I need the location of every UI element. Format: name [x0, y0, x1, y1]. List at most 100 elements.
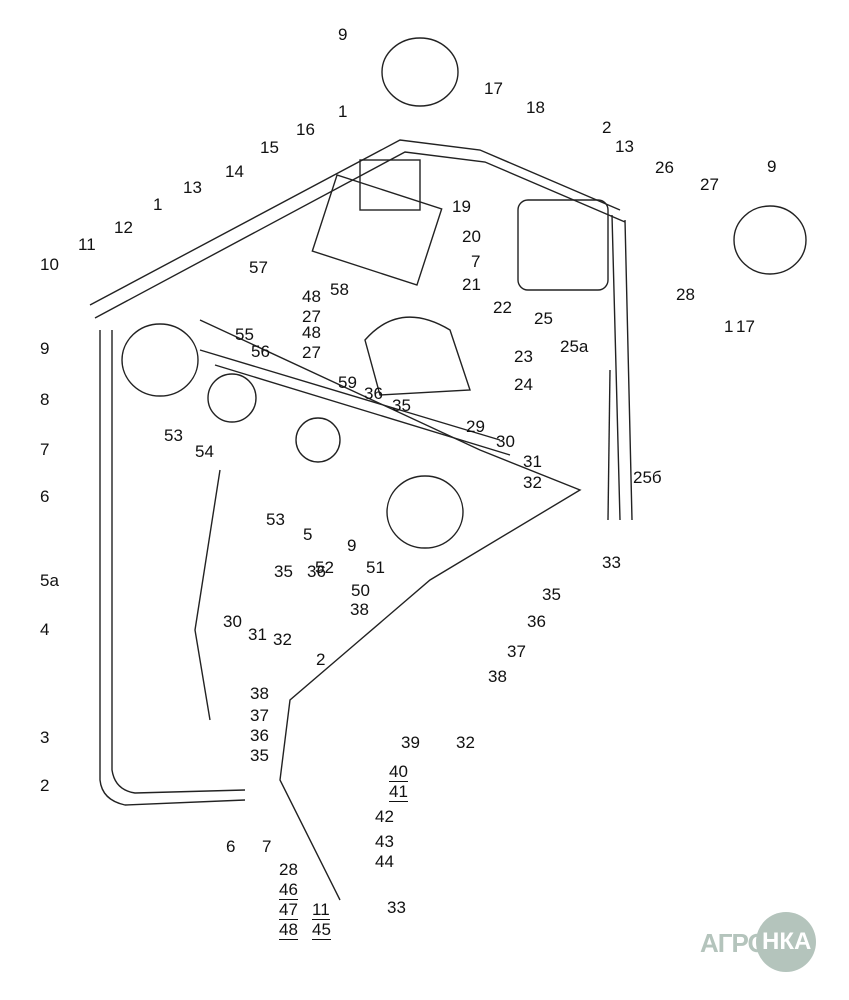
callout-label: 22	[493, 298, 512, 317]
callout-label: 12	[114, 218, 133, 237]
callout-label: 33	[387, 898, 406, 917]
callout-label: 36	[527, 612, 546, 631]
callout-label: 7	[471, 252, 481, 271]
callout-label: 43	[375, 832, 394, 851]
callout-label: 16	[296, 120, 315, 139]
callout-label: 53	[164, 426, 183, 445]
callout-label: 48	[302, 323, 321, 342]
callout-label: 30	[496, 432, 515, 451]
callout-label: 9	[338, 25, 348, 44]
wiper-arm-left	[194, 469, 221, 721]
callout-label: 28	[279, 860, 298, 879]
callout-label: 2	[602, 118, 612, 137]
callout-label: 59	[338, 373, 357, 392]
headlamp-right	[733, 205, 807, 275]
callout-label: 11	[78, 235, 96, 254]
cab-frame-top	[89, 139, 626, 319]
agronka-logo: АГРО НКА	[700, 912, 840, 972]
callout-label: 35	[274, 562, 293, 581]
callout-label: 54	[195, 442, 214, 461]
washer-tank	[517, 199, 609, 291]
callout-label: 51	[366, 558, 385, 577]
callout-label: 50	[351, 581, 370, 600]
callout-label: 35	[542, 585, 561, 604]
callout-label: 48	[279, 920, 298, 940]
callout-label: 40	[389, 762, 408, 782]
callout-label: 5а	[40, 571, 59, 590]
callout-label: 4	[40, 620, 50, 639]
callout-label: 47	[279, 900, 298, 920]
callout-label: 46	[279, 880, 298, 900]
cab-frame-right	[611, 214, 633, 521]
callout-label: 42	[375, 807, 394, 826]
callout-label: 31	[523, 452, 542, 471]
callout-label: 58	[330, 280, 349, 299]
callout-label: 1	[338, 102, 348, 121]
callout-label: 14	[225, 162, 244, 181]
callout-label: 32	[456, 733, 475, 752]
callout-label: 5	[303, 525, 313, 544]
callout-label: 2	[40, 776, 50, 795]
callout-label: 37	[507, 642, 526, 661]
callout-label: 15	[260, 138, 279, 157]
lamp-53	[207, 373, 257, 423]
callout-label: 57	[249, 258, 268, 277]
callout-label: 38	[488, 667, 507, 686]
callout-label: 1	[724, 317, 734, 336]
callout-label: 32	[523, 473, 542, 492]
callout-label: 17	[484, 79, 503, 98]
callout-label: 37	[250, 706, 269, 725]
callout-label: 32	[273, 630, 292, 649]
callout-label: 33	[602, 553, 621, 572]
callout-label: 35	[250, 746, 269, 765]
callout-label: 1	[153, 195, 163, 214]
callout-label: 27	[700, 175, 719, 194]
callout-label: 13	[183, 178, 202, 197]
callout-label: 9	[40, 339, 50, 358]
callout-label: 25а	[560, 337, 589, 356]
callout-label: 25б	[633, 468, 662, 487]
headlamp-front	[386, 475, 464, 549]
lamp-53b	[295, 417, 341, 463]
callout-label: 39	[401, 733, 420, 752]
cab-frame-left	[99, 330, 246, 806]
callout-label: 24	[514, 375, 533, 394]
callout-label: 18	[526, 98, 545, 117]
callout-label: 28	[676, 285, 695, 304]
harness-front	[199, 349, 511, 456]
callout-label: 20	[462, 227, 481, 246]
callout-label: 30	[223, 612, 242, 631]
callout-label: 29	[466, 417, 485, 436]
relay-box	[359, 159, 421, 211]
switch-panel	[311, 174, 443, 286]
callout-label: 45	[312, 920, 331, 940]
callout-label: 10	[40, 255, 59, 274]
logo-circle-text: НКА	[762, 928, 812, 955]
callout-label: 17	[736, 317, 755, 336]
callout-label: 9	[347, 536, 357, 555]
callout-label: 11	[312, 900, 330, 920]
callout-label: 19	[452, 197, 471, 216]
callout-label: 7	[40, 440, 50, 459]
callout-label: 31	[248, 625, 267, 644]
callout-label: 36	[364, 384, 383, 403]
callout-label: 53	[266, 510, 285, 529]
callout-label: 38	[250, 684, 269, 703]
callout-label: 56	[251, 342, 270, 361]
callout-label: 27	[302, 307, 321, 326]
callout-label: 7	[262, 837, 272, 856]
headlamp-top	[381, 37, 459, 107]
callout-label: 26	[655, 158, 674, 177]
callout-label: 52	[315, 558, 334, 577]
headlamp-left	[121, 323, 199, 397]
callout-label: 3	[40, 728, 50, 747]
logo-circle: НКА	[756, 912, 816, 972]
callout-label: 38	[350, 600, 369, 619]
callout-label: 48	[302, 287, 321, 306]
callout-label: 13	[615, 137, 634, 156]
harness-main	[199, 319, 582, 901]
callout-label: 36	[307, 562, 326, 581]
wiper-arm-right	[607, 369, 611, 521]
